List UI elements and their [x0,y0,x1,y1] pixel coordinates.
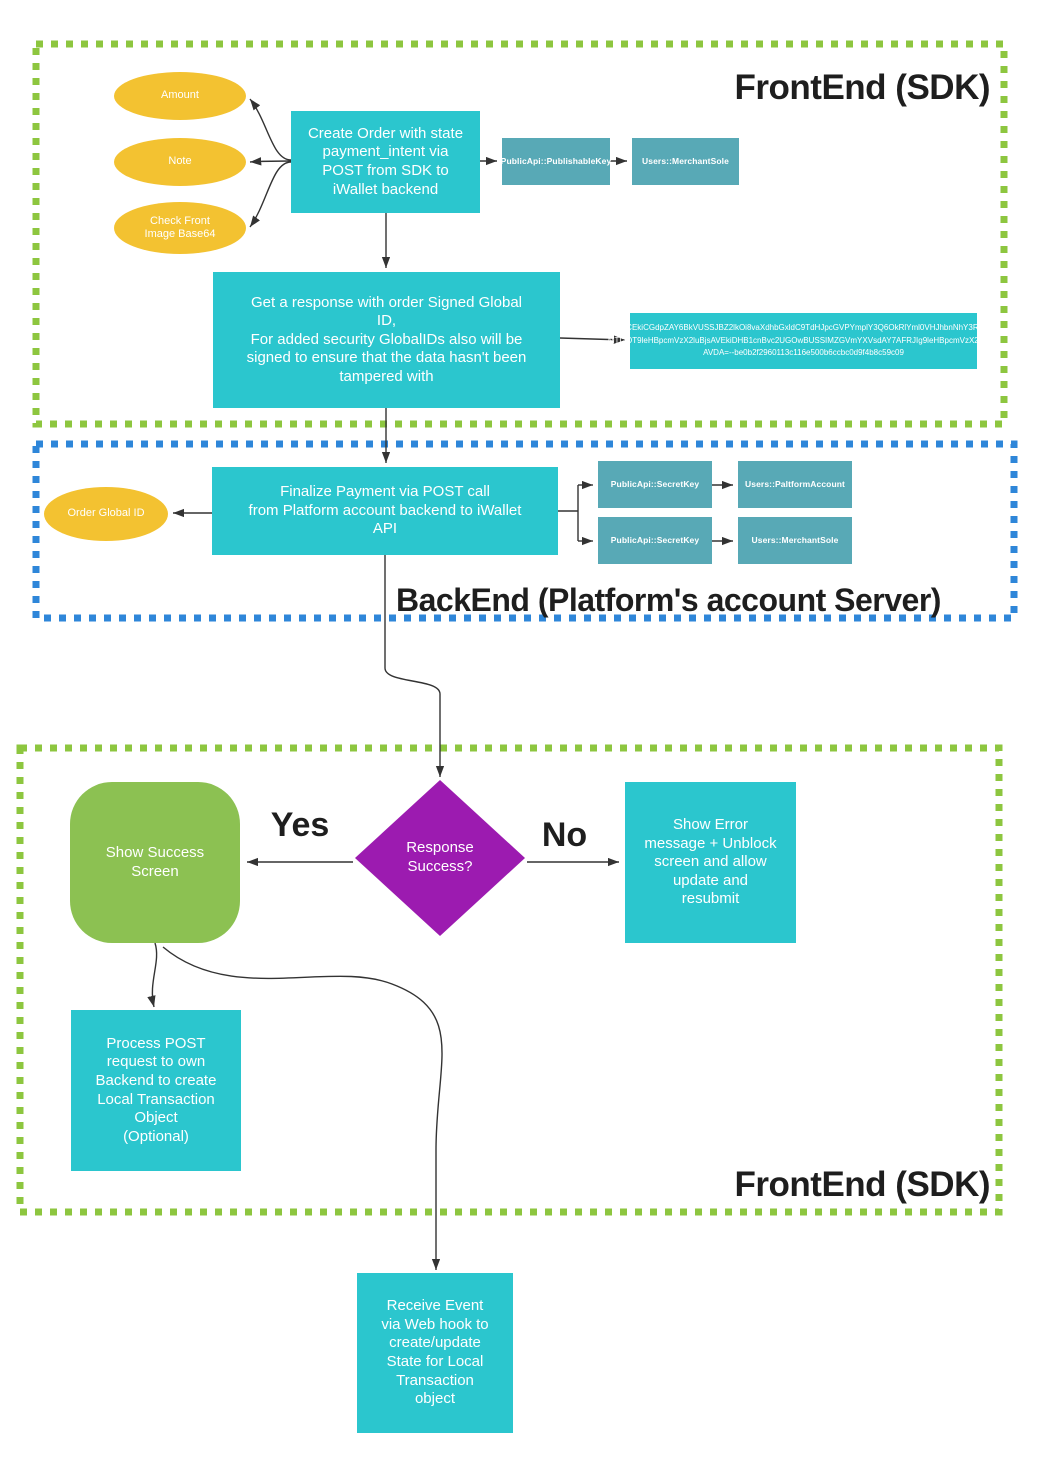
node-publishable-key: PublicApi::PublishableKey [501,138,611,185]
node-receive-event: Receive Event via Web hook to create/upd… [357,1273,513,1433]
node-create-order: Create Order with state payment_intent v… [291,111,480,213]
node-show-success: Show Success Screen [70,782,240,943]
node-get-response: Get a response with order Signed Global … [213,272,560,408]
frontend-top-title: FrontEnd (SDK) [734,68,991,107]
node-order-global-id: Order Global ID [44,487,168,541]
arrow-success-to-receiveevent [162,946,443,1270]
node-check-front-image: Check Front Image Base64 [114,202,246,254]
arrow-getresponse-to-hash [559,335,626,344]
node-platform-account: Users::PaltformAccount [738,461,852,508]
node-amount: Amount [114,72,246,120]
arrow-create-to-amount [249,98,292,161]
node-secret-key-merchant: PublicApi::SecretKey [598,517,712,564]
node-finalize-payment: Finalize Payment via POST call from Plat… [212,467,558,555]
backend-title: BackEnd (Platform's account Server) [396,582,941,618]
arrow-create-to-checkfront [249,161,292,228]
arrow-finalize-to-diamond [384,555,445,777]
node-merchant-sole-top: Users::MerchantSole [632,138,739,185]
node-secret-key-platform: PublicApi::SecretKey [598,461,712,508]
node-process-post: Process POST request to own Backend to c… [71,1010,241,1171]
backend-border [32,440,1018,622]
node-note: Note [114,138,246,186]
frontend-top-border [32,40,1008,428]
node-merchant-sole-backend: Users::MerchantSole [738,517,852,564]
no-label: No [541,816,588,854]
node-show-error: Show Error message + Unblock screen and … [625,782,796,943]
arrows [147,98,733,1270]
yes-label: Yes [270,806,330,844]
arrow-create-to-note [249,157,292,166]
arrow-success-to-processpost [147,942,158,1008]
node-signed-global-id-hash: BAh7CEkiCGdpZAY6BkVUSSJBZ2lkOi8vaXdhbGxl… [607,313,1000,369]
frontend-bottom-title: FrontEnd (SDK) [734,1165,991,1204]
branch-finalize-keys [558,485,579,541]
